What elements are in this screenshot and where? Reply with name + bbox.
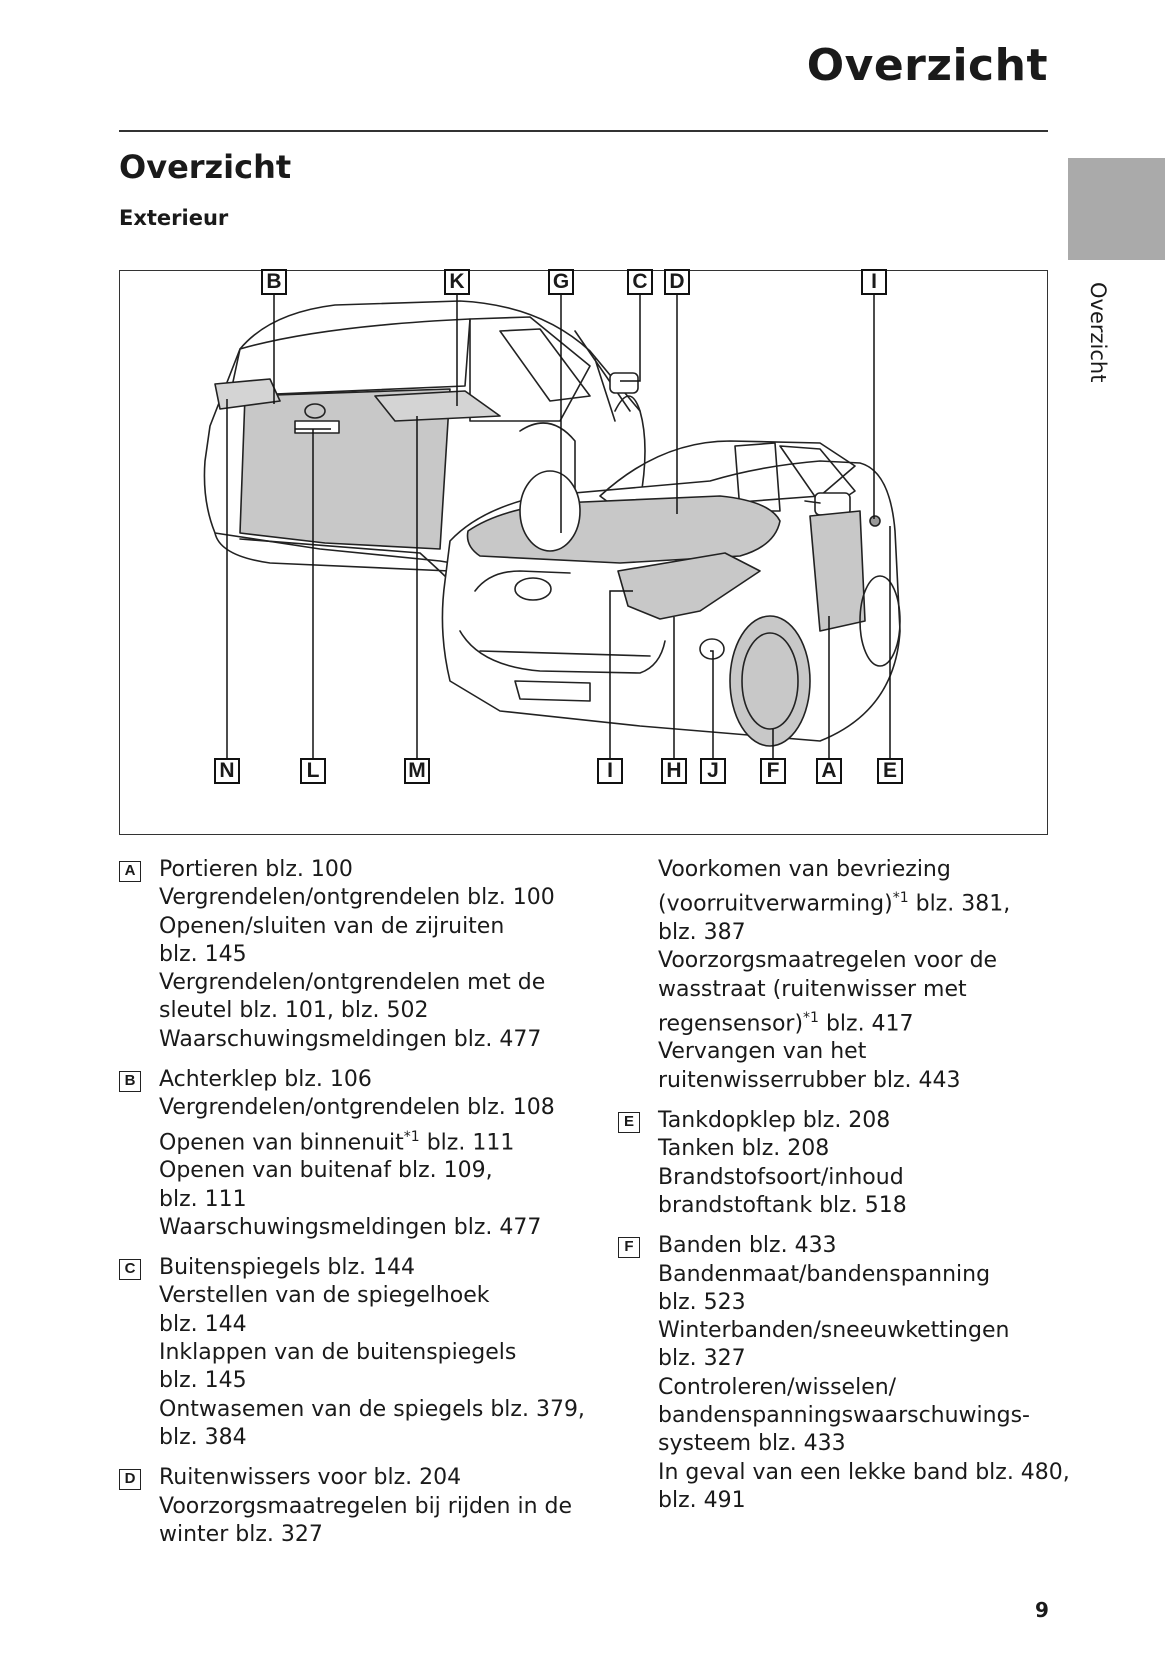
entry-line: Openen van binnenuit*1 blz. 111 bbox=[159, 1128, 515, 1155]
entry-line: Ontwasemen van de spiegels blz. 379, bbox=[159, 1396, 585, 1422]
entry-continued: Voorkomen van bevriezing (voorruitverwarm… bbox=[618, 856, 1048, 1095]
entry-line: Vervangen van het bbox=[658, 1039, 867, 1065]
subsection-title: Exterieur bbox=[119, 206, 229, 230]
callout-k: K bbox=[444, 269, 470, 295]
entry-line: Vergrendelen/ontgrendelen blz. 108 bbox=[159, 1095, 555, 1121]
entry-line: Tanken blz. 208 bbox=[658, 1136, 830, 1162]
callout-b: B bbox=[261, 269, 287, 295]
entry-label: A bbox=[119, 861, 141, 882]
entry-line: In geval van een lekke band blz. 480, bbox=[658, 1459, 1070, 1485]
side-tab bbox=[1068, 158, 1165, 260]
entry-line: Inklappen van de buitenspiegels bbox=[159, 1340, 517, 1366]
entry-line: Vergrendelen/ontgrendelen blz. 100 bbox=[159, 885, 555, 911]
entry-line: sleutel blz. 101, blz. 502 bbox=[159, 998, 429, 1024]
entry-line: Buitenspiegels blz. 144 bbox=[159, 1255, 415, 1281]
entry-line: ruitenwisserrubber blz. 443 bbox=[658, 1067, 961, 1093]
entry-line: Winterbanden/sneeuwkettingen bbox=[658, 1318, 1010, 1344]
entry-line: brandstoftank blz. 518 bbox=[658, 1192, 907, 1218]
entry-line: blz. 145 bbox=[159, 941, 247, 967]
entry-line: regensensor)*1 blz. 417 bbox=[658, 1009, 914, 1037]
entry-line: systeem blz. 433 bbox=[658, 1431, 846, 1457]
callout-f: F bbox=[760, 758, 786, 784]
section-title: Overzicht bbox=[119, 148, 292, 186]
callout-h: H bbox=[661, 758, 687, 784]
entry-line: bandenspanningswaarschuwings- bbox=[658, 1403, 1030, 1428]
entry-line: Openen/sluiten van de zijruiten bbox=[159, 913, 505, 939]
entry-line: Voorkomen van bevriezing bbox=[658, 857, 951, 882]
entry-line: (voorruitverwarming)*1 blz. 381, bbox=[658, 890, 1011, 917]
page-header: Overzicht bbox=[806, 40, 1048, 91]
entry-line: Ruitenwissers voor blz. 204 bbox=[159, 1465, 462, 1491]
entry-line: blz. 327 bbox=[658, 1346, 746, 1372]
entry-label: F bbox=[618, 1237, 640, 1259]
entry-line: Voorzorgsmaatregelen bij rijden in de bbox=[159, 1493, 573, 1519]
entry-label: D bbox=[119, 1469, 141, 1491]
callout-a: A bbox=[816, 758, 842, 784]
entry-line: blz. 384 bbox=[159, 1424, 247, 1450]
entry-line: blz. 491 bbox=[658, 1487, 746, 1513]
page-number: 9 bbox=[1035, 1598, 1049, 1622]
entry-line: Controleren/wisselen/ bbox=[658, 1374, 897, 1400]
entry-line: Bandenmaat/bandenspanning bbox=[658, 1261, 991, 1287]
entry-line: wasstraat (ruitenwisser met bbox=[658, 976, 967, 1002]
callout-g: G bbox=[548, 269, 574, 295]
entry-line: Vergrendelen/ontgrendelen met de bbox=[159, 970, 546, 996]
callout-i-top: I bbox=[861, 269, 887, 295]
entry-label: C bbox=[119, 1259, 141, 1281]
entry-line: Verstellen van de spiegelhoek bbox=[159, 1283, 490, 1309]
entry-line: Waarschuwingsmeldingen blz. 477 bbox=[159, 1026, 542, 1052]
entry-line: Brandstofsoort/inhoud bbox=[658, 1164, 904, 1190]
exterior-figure: B K G C D I N L M I H J F A E bbox=[119, 269, 1048, 835]
entry-line: Openen van buitenaf blz. 109, bbox=[159, 1158, 493, 1184]
entry-line: winter blz. 327 bbox=[159, 1521, 323, 1547]
right-column: Voorkomen van bevriezing (voorruitverwarm… bbox=[618, 856, 1070, 1527]
header-rule bbox=[119, 130, 1048, 132]
entry-line: blz. 523 bbox=[658, 1289, 746, 1315]
entry-label: E bbox=[618, 1112, 640, 1134]
entry-line: Portieren blz. 100 bbox=[159, 857, 353, 882]
entry-line: blz. 144 bbox=[159, 1311, 247, 1337]
entry-line: Banden blz. 433 bbox=[658, 1233, 837, 1259]
callout-e: E bbox=[877, 758, 903, 784]
entry-line: blz. 111 bbox=[159, 1186, 247, 1212]
entry-line: Achterklep blz. 106 bbox=[159, 1067, 372, 1093]
entry-line: Voorzorgsmaatregelen voor de bbox=[658, 948, 998, 974]
callout-j: J bbox=[700, 758, 726, 784]
entry-line: Tankdopklep blz. 208 bbox=[658, 1108, 891, 1134]
entry-line: blz. 145 bbox=[159, 1368, 247, 1394]
callout-l: L bbox=[300, 758, 326, 784]
callout-d: D bbox=[664, 269, 690, 295]
callout-c: C bbox=[627, 269, 653, 295]
entry-label: B bbox=[119, 1071, 141, 1093]
entry-line: blz. 387 bbox=[658, 919, 746, 945]
callout-m: M bbox=[404, 758, 430, 784]
callout-n: N bbox=[214, 758, 240, 784]
car-illustration bbox=[203, 295, 901, 758]
entry-line: Waarschuwingsmeldingen blz. 477 bbox=[159, 1214, 542, 1240]
side-tab-label: Overzicht bbox=[1086, 282, 1110, 383]
callout-i-bottom: I bbox=[597, 758, 623, 784]
